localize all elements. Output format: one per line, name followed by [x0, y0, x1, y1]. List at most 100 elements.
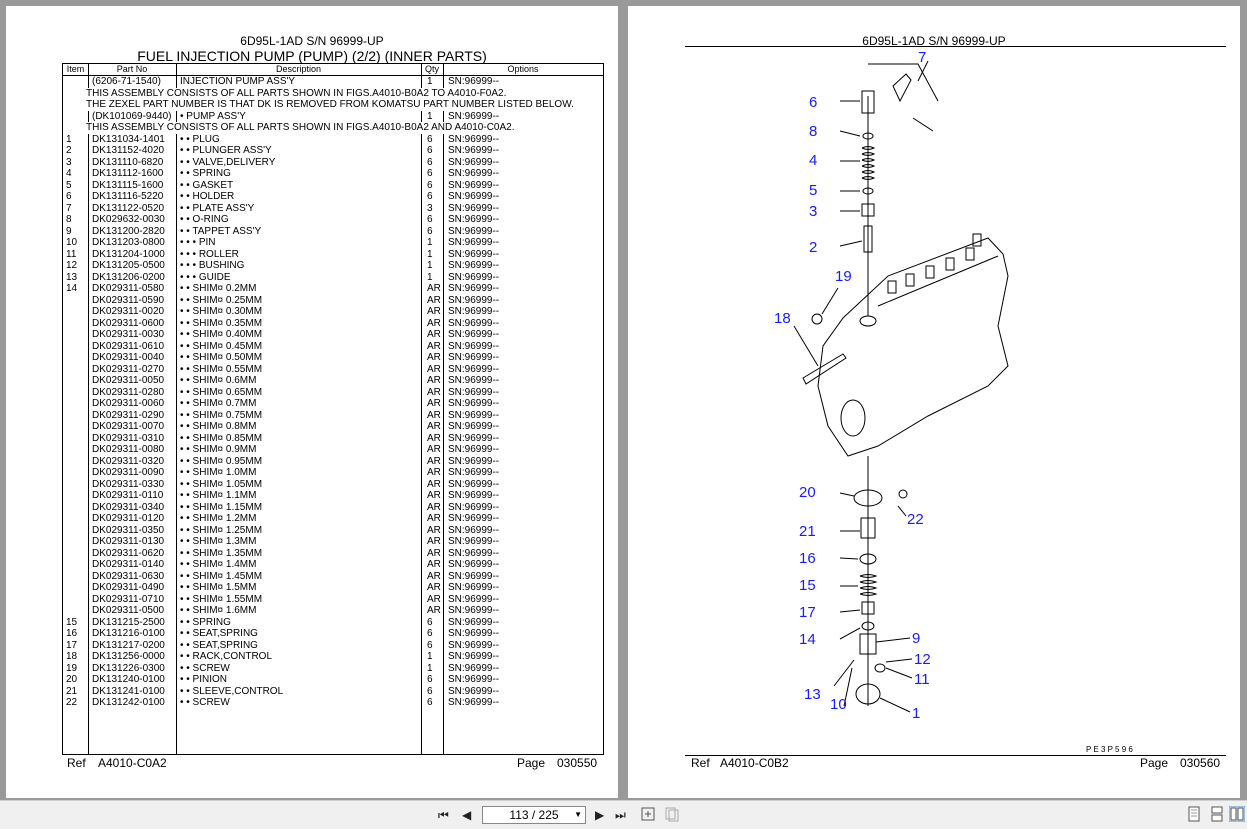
qty-cell: 6 [427, 685, 433, 697]
qty-cell: AR [427, 478, 441, 490]
qty-cell: AR [427, 593, 441, 605]
qty-cell: 1 [427, 651, 433, 662]
callout-8: 8 [809, 123, 817, 140]
description-cell: • • SHIM¤ 0.25MM [180, 294, 263, 306]
part-no-cell: DK029311-0060 [92, 398, 165, 409]
page-label: Page [517, 756, 546, 770]
qty-cell: 1 [427, 76, 433, 87]
table-note: THIS ASSEMBLY CONSISTS OF ALL PARTS SHOW… [63, 87, 603, 99]
model-header: 6D95L-1AD S/N 96999-UP [240, 34, 384, 48]
fit-page-icon[interactable] [640, 806, 656, 822]
description-cell: • • SHIM¤ 0.8MM [180, 421, 257, 432]
qty-cell: 1 [427, 248, 433, 260]
options-cell: SN:96999-- [448, 651, 500, 662]
page-selector[interactable]: 113 / 225 ▼ [482, 806, 586, 824]
options-cell: SN:96999-- [448, 547, 500, 559]
description-cell: • • SHIM¤ 0.6MM [180, 375, 257, 386]
item-cell: 9 [66, 225, 72, 237]
first-page-icon[interactable]: ⏮ [438, 808, 449, 822]
description-cell: • • SHIM¤ 1.4MM [180, 559, 257, 570]
part-no-cell: DK029311-0330 [92, 478, 165, 490]
options-cell: SN:96999-- [448, 214, 500, 225]
callout-16: 16 [799, 550, 816, 567]
description-cell: • • SHIM¤ 1.2MM [180, 513, 257, 524]
part-no-cell: DK131226-0300 [92, 662, 165, 674]
callout-7: 7 [918, 49, 926, 66]
part-no-cell: DK029311-0310 [92, 432, 165, 444]
options-cell: SN:96999-- [448, 421, 500, 432]
qty-cell: AR [427, 501, 441, 513]
part-no-cell: DK131115-1600 [92, 179, 164, 191]
note-text: THE ZEXEL PART NUMBER IS THAT DK IS REMO… [86, 99, 576, 111]
options-cell: SN:96999-- [448, 685, 500, 697]
prev-page-icon[interactable]: ◀ [462, 808, 472, 822]
callout-10: 10 [830, 696, 847, 713]
options-cell: SN:96999-- [448, 444, 500, 455]
qty-cell: 1 [427, 260, 433, 271]
options-cell: SN:96999-- [448, 478, 500, 490]
item-cell: 4 [66, 168, 72, 179]
item-cell: 13 [66, 271, 78, 283]
part-no-cell: DK131116-5220 [92, 191, 164, 202]
qty-cell: AR [427, 317, 441, 329]
description-cell: • • SHIM¤ 0.35MM [180, 317, 263, 329]
single-page-view-icon[interactable] [1186, 806, 1202, 822]
description-cell: INJECTION PUMP ASS'Y [180, 76, 296, 87]
next-page-icon[interactable]: ▶ [595, 808, 605, 822]
fit-width-icon[interactable] [664, 806, 680, 822]
qty-cell: 6 [427, 133, 433, 145]
description-cell: • • SHIM¤ 0.75MM [180, 409, 263, 421]
options-cell: SN:96999-- [448, 237, 500, 248]
options-cell: SN:96999-- [448, 271, 500, 283]
description-cell: • • SHIM¤ 0.50MM [180, 352, 263, 363]
options-cell: SN:96999-- [448, 593, 500, 605]
part-no-cell: DK029311-0070 [92, 421, 165, 432]
ref-value-right: A4010-C0B2 [720, 756, 789, 770]
callout-11: 11 [914, 671, 930, 688]
options-cell: SN:96999-- [448, 202, 500, 214]
description-cell: • • SHIM¤ 1.3MM [180, 536, 257, 547]
item-cell: 3 [66, 156, 72, 168]
qty-cell: 6 [427, 191, 433, 202]
options-cell: SN:96999-- [448, 582, 500, 593]
ref-value: A4010-C0A2 [98, 756, 167, 770]
options-cell: SN:96999-- [448, 248, 500, 260]
right-page: 6D95L-1AD S/N 96999-UP [628, 6, 1240, 798]
description-cell: • • PINION [180, 674, 228, 685]
description-cell: • • GASKET [180, 179, 234, 191]
options-cell: SN:96999-- [448, 76, 500, 87]
qty-cell: AR [427, 340, 441, 352]
options-cell: SN:96999-- [448, 570, 500, 582]
description-cell: • • PLUNGER ASS'Y [180, 145, 272, 156]
qty-cell: AR [427, 352, 441, 363]
parts-table: Item Part No Description Qty Options (62… [62, 63, 604, 755]
ref-label: Ref [67, 756, 86, 770]
continuous-view-icon[interactable] [1209, 806, 1225, 822]
part-no-cell: DK029311-0280 [92, 386, 165, 398]
last-page-icon[interactable]: ⏭ [615, 808, 626, 822]
description-cell: • • SCREW [180, 662, 230, 674]
description-cell: • • HOLDER [180, 191, 235, 202]
options-cell: SN:96999-- [448, 662, 500, 674]
part-no-cell: DK131206-0200 [92, 271, 165, 283]
options-cell: SN:96999-- [448, 409, 500, 421]
callout-19: 19 [835, 268, 852, 285]
description-cell: • • SHIM¤ 1.0MM [180, 467, 257, 478]
part-no-cell: DK029311-0590 [92, 294, 165, 306]
qty-cell: AR [427, 329, 441, 340]
two-page-view-icon[interactable] [1229, 806, 1245, 822]
options-cell: SN:96999-- [448, 191, 500, 202]
